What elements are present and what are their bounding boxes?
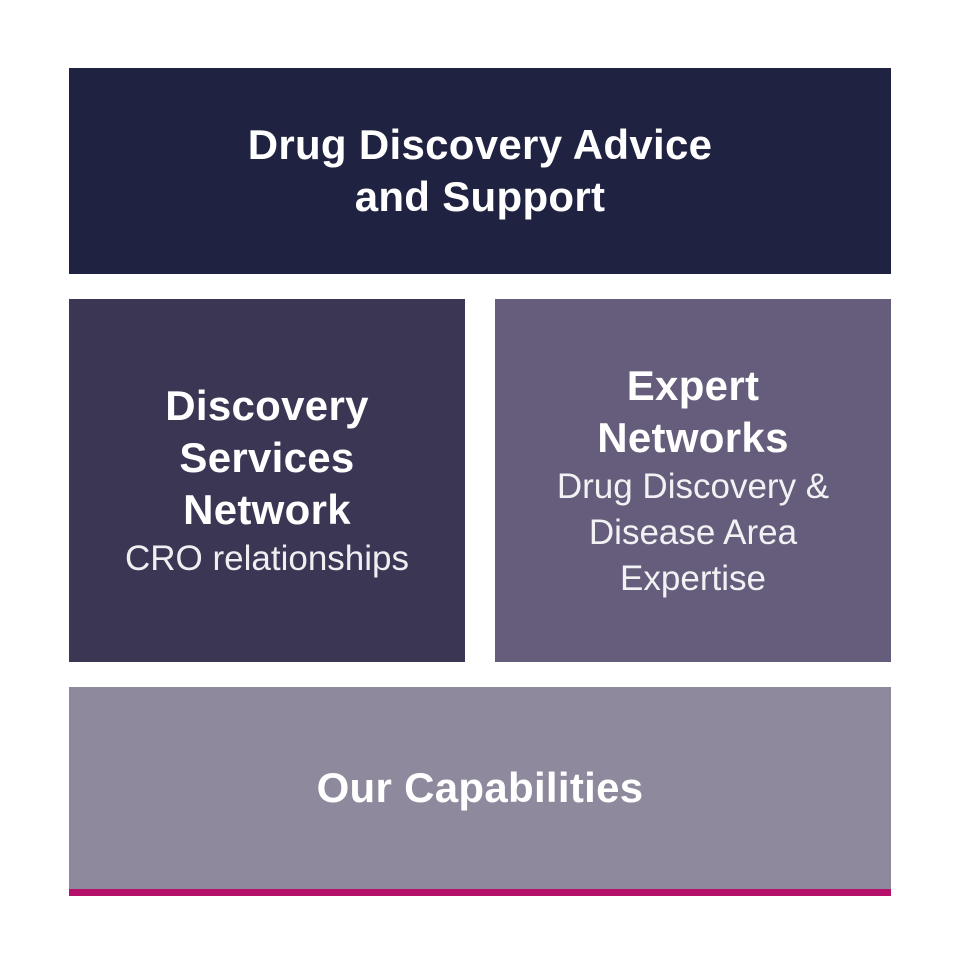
capabilities-accent-bar	[69, 889, 891, 896]
capabilities-block: Our Capabilities	[69, 687, 891, 896]
expert-networks-subtitle: Drug Discovery & Disease Area Expertise	[556, 466, 830, 598]
capabilities-title: Our Capabilities	[316, 763, 644, 811]
advice-support-block: Drug Discovery Advice and Support	[69, 68, 891, 274]
advice-support-title: Drug Discovery Advice and Support	[247, 121, 713, 220]
expert-networks-block: Expert Networks Drug Discovery & Disease…	[495, 299, 891, 662]
expert-networks-title: Expert Networks	[597, 361, 789, 461]
discovery-services-block: Discovery Services Network CRO relations…	[69, 299, 465, 662]
discovery-services-subtitle: CRO relationships	[125, 538, 409, 578]
discovery-services-title: Discovery Services Network	[165, 381, 369, 533]
